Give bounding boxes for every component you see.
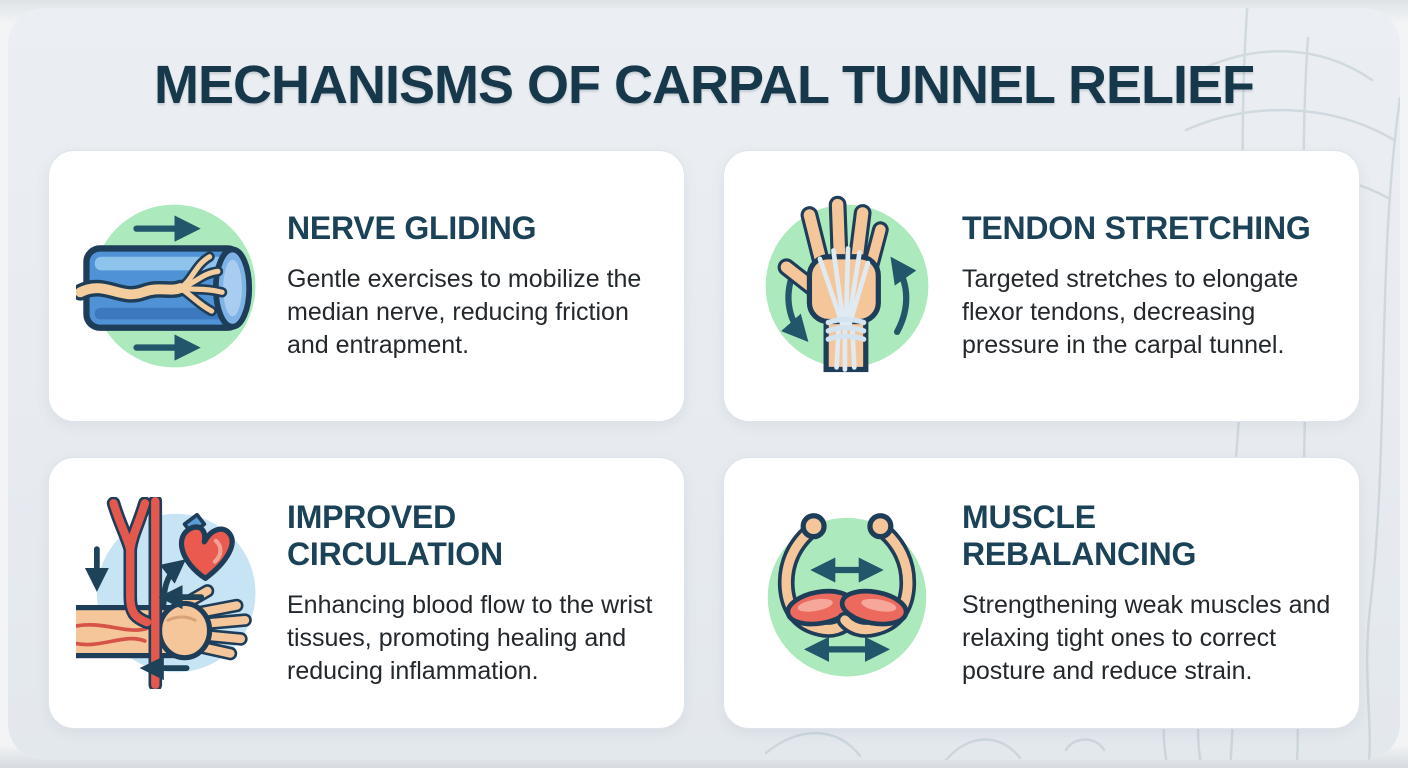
card-description-improved-circulation: Enhancing blood flow to the wrist tissue… — [287, 590, 653, 685]
card-grid: NERVE GLIDING Gentle exercises to mobili… — [8, 150, 1400, 729]
heart-blood-flow-icon — [63, 497, 281, 689]
card-title-muscle-rebalancing: MUSCLE REBALANCING — [962, 498, 1197, 572]
nerve-tunnel-icon — [63, 190, 281, 382]
hand-tendons-icon — [738, 190, 956, 382]
card-improved-circulation: IMPROVED CIRCULATION Enhancing blood flo… — [48, 457, 685, 729]
card-title-improved-circulation: IMPROVED CIRCULATION — [287, 498, 503, 572]
content-area: MECHANISMS OF CARPAL TUNNEL RELIEF — [8, 54, 1400, 729]
card-description-tendon-stretching: Targeted stretches to elongate flexor te… — [962, 265, 1299, 359]
card-muscle-rebalancing: MUSCLE REBALANCING Strengthening weak mu… — [723, 457, 1360, 729]
card-tendon-stretching: TENDON STRETCHING Targeted stretches to … — [723, 150, 1360, 422]
card-text: TENDON STRETCHING Targeted stretches to … — [956, 210, 1333, 362]
card-description-nerve-gliding: Gentle exercises to mobilize the median … — [287, 265, 642, 359]
infographic-panel: MECHANISMS OF CARPAL TUNNEL RELIEF — [8, 8, 1400, 760]
card-description-muscle-rebalancing: Strengthening weak muscles and relaxing … — [962, 590, 1331, 685]
card-text: MUSCLE REBALANCING Strengthening weak mu… — [956, 499, 1333, 688]
card-title-tendon-stretching: TENDON STRETCHING — [962, 210, 1311, 246]
page-title: MECHANISMS OF CARPAL TUNNEL RELIEF — [153, 55, 1255, 115]
card-nerve-gliding: NERVE GLIDING Gentle exercises to mobili… — [48, 150, 685, 422]
card-title-nerve-gliding: NERVE GLIDING — [287, 210, 537, 246]
card-text: NERVE GLIDING Gentle exercises to mobili… — [281, 210, 658, 362]
flexed-arms-icon — [738, 497, 956, 689]
card-text: IMPROVED CIRCULATION Enhancing blood flo… — [281, 499, 658, 688]
